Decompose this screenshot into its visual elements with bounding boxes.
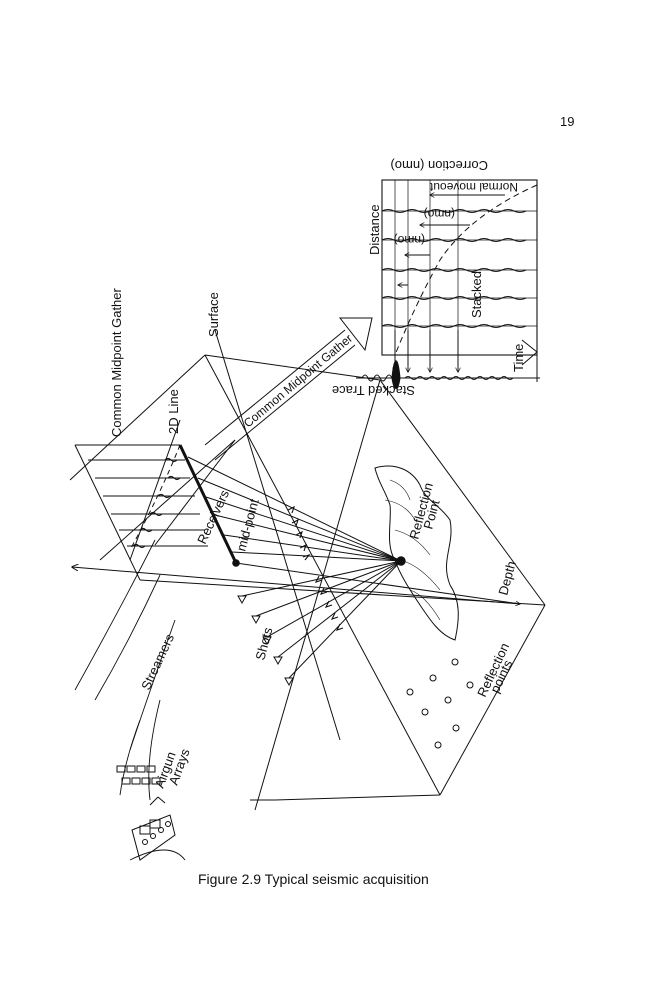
- depth-arrow: [235, 562, 520, 604]
- figure-caption: Figure 2.9 Typical seismic acquisition: [198, 871, 429, 887]
- correction-nmo-label: Correction (nmo): [390, 158, 488, 173]
- depth-label: Depth: [495, 559, 518, 596]
- ray-paths: [187, 456, 402, 679]
- cmp-transfer-arrow: [204, 317, 373, 461]
- streamers-label: Streamers: [138, 631, 177, 692]
- shots-label: Shots: [252, 625, 275, 661]
- line-2d-label: 2D Line: [166, 389, 181, 434]
- common-midpoint-gather-arrow-label: Common Midpoint Gather: [241, 331, 355, 430]
- surface-plane: [69, 329, 381, 741]
- nmo-label-1: (nmo): [394, 233, 425, 247]
- cmp-gather-panel: [74, 419, 208, 581]
- receivers-line: [178, 444, 238, 564]
- streamers: [74, 539, 176, 801]
- distance-label: Distance: [367, 204, 382, 255]
- common-midpoint-gather-title: Common Midpoint Gather: [109, 287, 124, 437]
- normal-moveout-label: Normal moveout: [429, 180, 518, 194]
- reflection-surface: [374, 465, 459, 641]
- nmo-label-2: (nmo): [424, 207, 455, 221]
- stacked-label: Stacked: [469, 271, 484, 318]
- time-label: Time: [511, 344, 526, 372]
- ship-icon: [129, 796, 186, 861]
- mid-point-label: mid-point: [233, 497, 261, 553]
- receivers-label: Receivers: [194, 487, 232, 546]
- subsurface-box: [139, 354, 546, 811]
- page-number: 19: [560, 114, 575, 129]
- stacking-panel: [356, 179, 540, 389]
- reflection-points-cluster: [406, 658, 474, 749]
- airgun-arrays: [116, 765, 161, 785]
- surface-label: Surface: [206, 292, 221, 337]
- baseline-arrow: [72, 567, 521, 605]
- stacked-trace-label: Stacked Trace: [332, 383, 415, 398]
